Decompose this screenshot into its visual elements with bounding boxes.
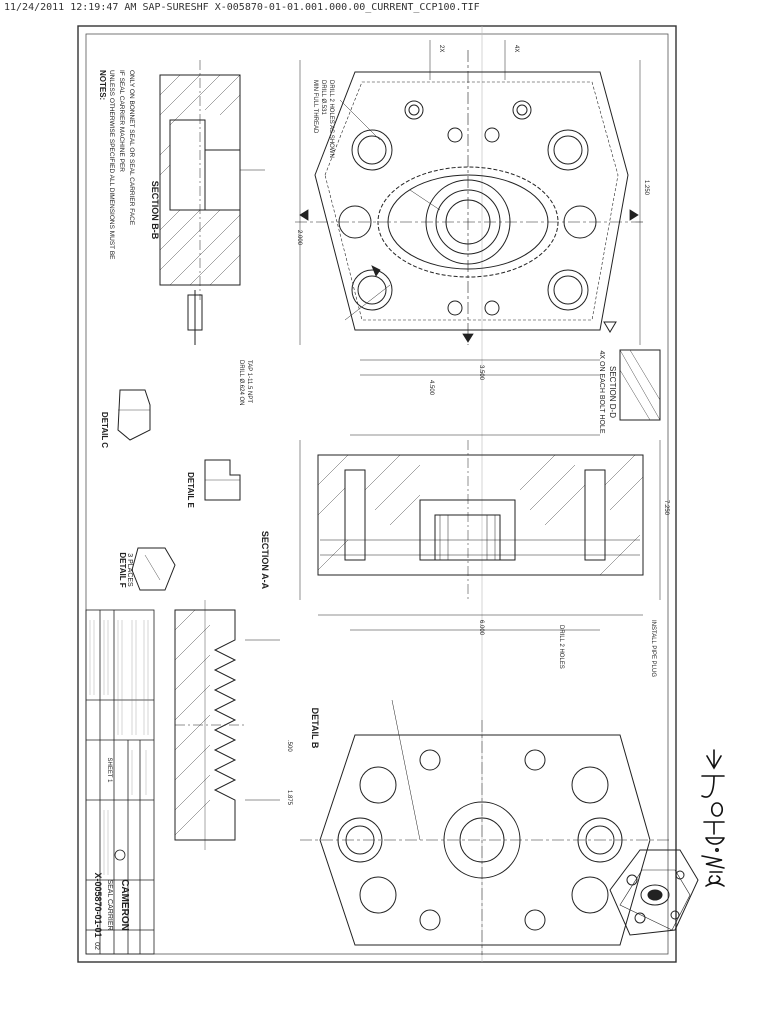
callout-drill-4: DRILL Ø.624 ON [238, 360, 244, 405]
section-dd-view [603, 321, 661, 421]
callout-drill-2: DRILL Ø.531 [320, 80, 326, 115]
detail-f-sub: 3 PLACES [126, 553, 133, 587]
handwritten-signature [701, 749, 725, 887]
drawing-inner-border [85, 33, 669, 955]
note-2: IF SEAL CARRIER MACHINE PER [118, 70, 125, 172]
section-bb-view [159, 60, 265, 345]
note-1: UNLESS OTHERWISE SPECIFIED ALL DIMENSION… [108, 70, 115, 260]
part-description: SEAL CARRIER [106, 879, 113, 930]
callout-tap-2: INSTALL PIPE PLUG [650, 620, 656, 677]
company-name: CAMERON [119, 879, 130, 931]
drawing-border [77, 25, 677, 963]
detail-f-label: DETAIL F [118, 552, 127, 587]
note-3: ONLY ON BONNET SEAL OR SEAL CARRIER FACE [128, 70, 135, 226]
section-aa-view [299, 434, 661, 631]
dim-2: 2.000 [296, 230, 302, 246]
dim-5: 6.000 [478, 620, 484, 636]
detail-b-label: DETAIL B [310, 708, 320, 749]
callout-drill-3: MIN FULL THREAD [312, 80, 318, 134]
callout-tap-1: TAP 1-11.5 NPT [246, 360, 252, 403]
section-bb-label: SECTION B-B [150, 181, 160, 240]
sheet-number: SHEET 1 [106, 758, 112, 784]
detail-c-label: DETAIL C [100, 412, 109, 448]
notes-title: NOTES: [98, 70, 107, 100]
detail-e-view [204, 459, 241, 501]
title-block [85, 609, 155, 955]
scan-header: 11/24/2011 12:19:47 AM SAP-SURESHF X-005… [4, 2, 480, 13]
section-aa-label: SECTION A-A [260, 531, 270, 590]
callout-drill-5: DRILL 2 HOLES [558, 625, 564, 669]
detail-c-view [117, 389, 151, 441]
section-dd-label: SECTION D-D [608, 366, 617, 418]
dim-6: 7.250 [663, 500, 669, 516]
plan-view-top [295, 40, 645, 376]
dimension-texts: DRILL 2 HOLES AS SHOWN DRILL Ø.531 MIN F… [238, 45, 669, 806]
dim-9: .500 [286, 740, 292, 752]
detail-b-view [174, 600, 280, 850]
revision: 02 [93, 942, 100, 950]
part-number: X-005870-01-01 [93, 872, 103, 937]
dim-3: 3.500 [478, 365, 484, 381]
callout-drill-1: DRILL 2 HOLES AS SHOWN [328, 80, 334, 158]
dim-4: 4.500 [428, 380, 434, 396]
detail-e-label: DETAIL E [186, 472, 195, 508]
dim-1: 1.250 [643, 180, 649, 196]
dim-8: 4X [513, 45, 519, 52]
section-dd-note: 4X ON EACH BOLT HOLE [598, 351, 605, 434]
dim-10: 1.875 [286, 790, 292, 806]
detail-f-view [131, 547, 176, 591]
section-cut-markers [299, 209, 639, 343]
isometric-view [609, 849, 699, 936]
dim-7: 2X [438, 45, 444, 52]
plan-view-bottom [300, 699, 670, 955]
